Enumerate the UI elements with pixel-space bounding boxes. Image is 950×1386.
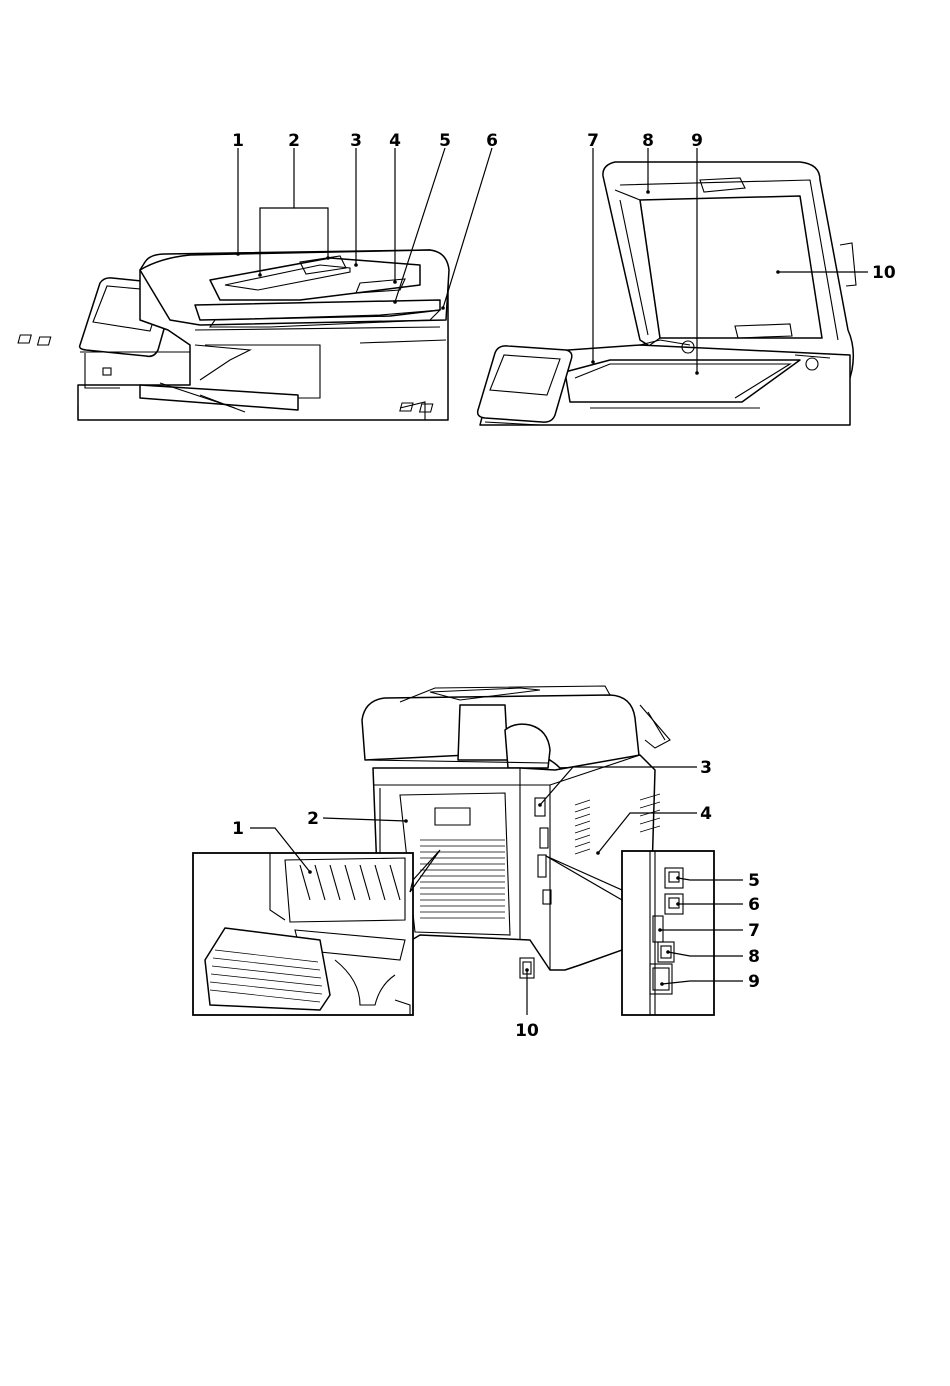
front-left-callout-labels: 1 2 3 4 5 6 — [232, 131, 498, 151]
callout-label: 9 — [748, 972, 760, 992]
rear-view-figure: 1 2 3 4 10 5 6 7 8 9 — [0, 660, 950, 1050]
callout-label: 7 — [587, 131, 599, 151]
callout-label: 4 — [389, 131, 401, 151]
open-lid-printer-drawing — [400, 162, 856, 425]
front-view-figure: 1 2 3 4 5 6 — [0, 0, 950, 440]
callout-label: 5 — [439, 131, 451, 151]
fuser-inset — [193, 853, 413, 1015]
callout-label: 4 — [700, 804, 712, 824]
callout-label: 10 — [515, 1021, 539, 1041]
callout-label: 1 — [232, 819, 244, 839]
callout-label: 9 — [691, 131, 703, 151]
ports-inset — [622, 851, 714, 1015]
callout-label: 3 — [350, 131, 362, 151]
callout-label: 8 — [748, 947, 760, 967]
callout-label: 6 — [748, 895, 760, 915]
callout-label: 6 — [486, 131, 498, 151]
callout-label: 7 — [748, 921, 760, 941]
callout-label: 1 — [232, 131, 244, 151]
callout-label: 8 — [642, 131, 654, 151]
callout-label: 3 — [700, 758, 712, 778]
front-printer-drawing — [18, 250, 449, 420]
callout-label: 2 — [288, 131, 300, 151]
callout-label: 10 — [872, 263, 896, 283]
callout-label: 5 — [748, 871, 760, 891]
callout-label: 2 — [307, 809, 319, 829]
